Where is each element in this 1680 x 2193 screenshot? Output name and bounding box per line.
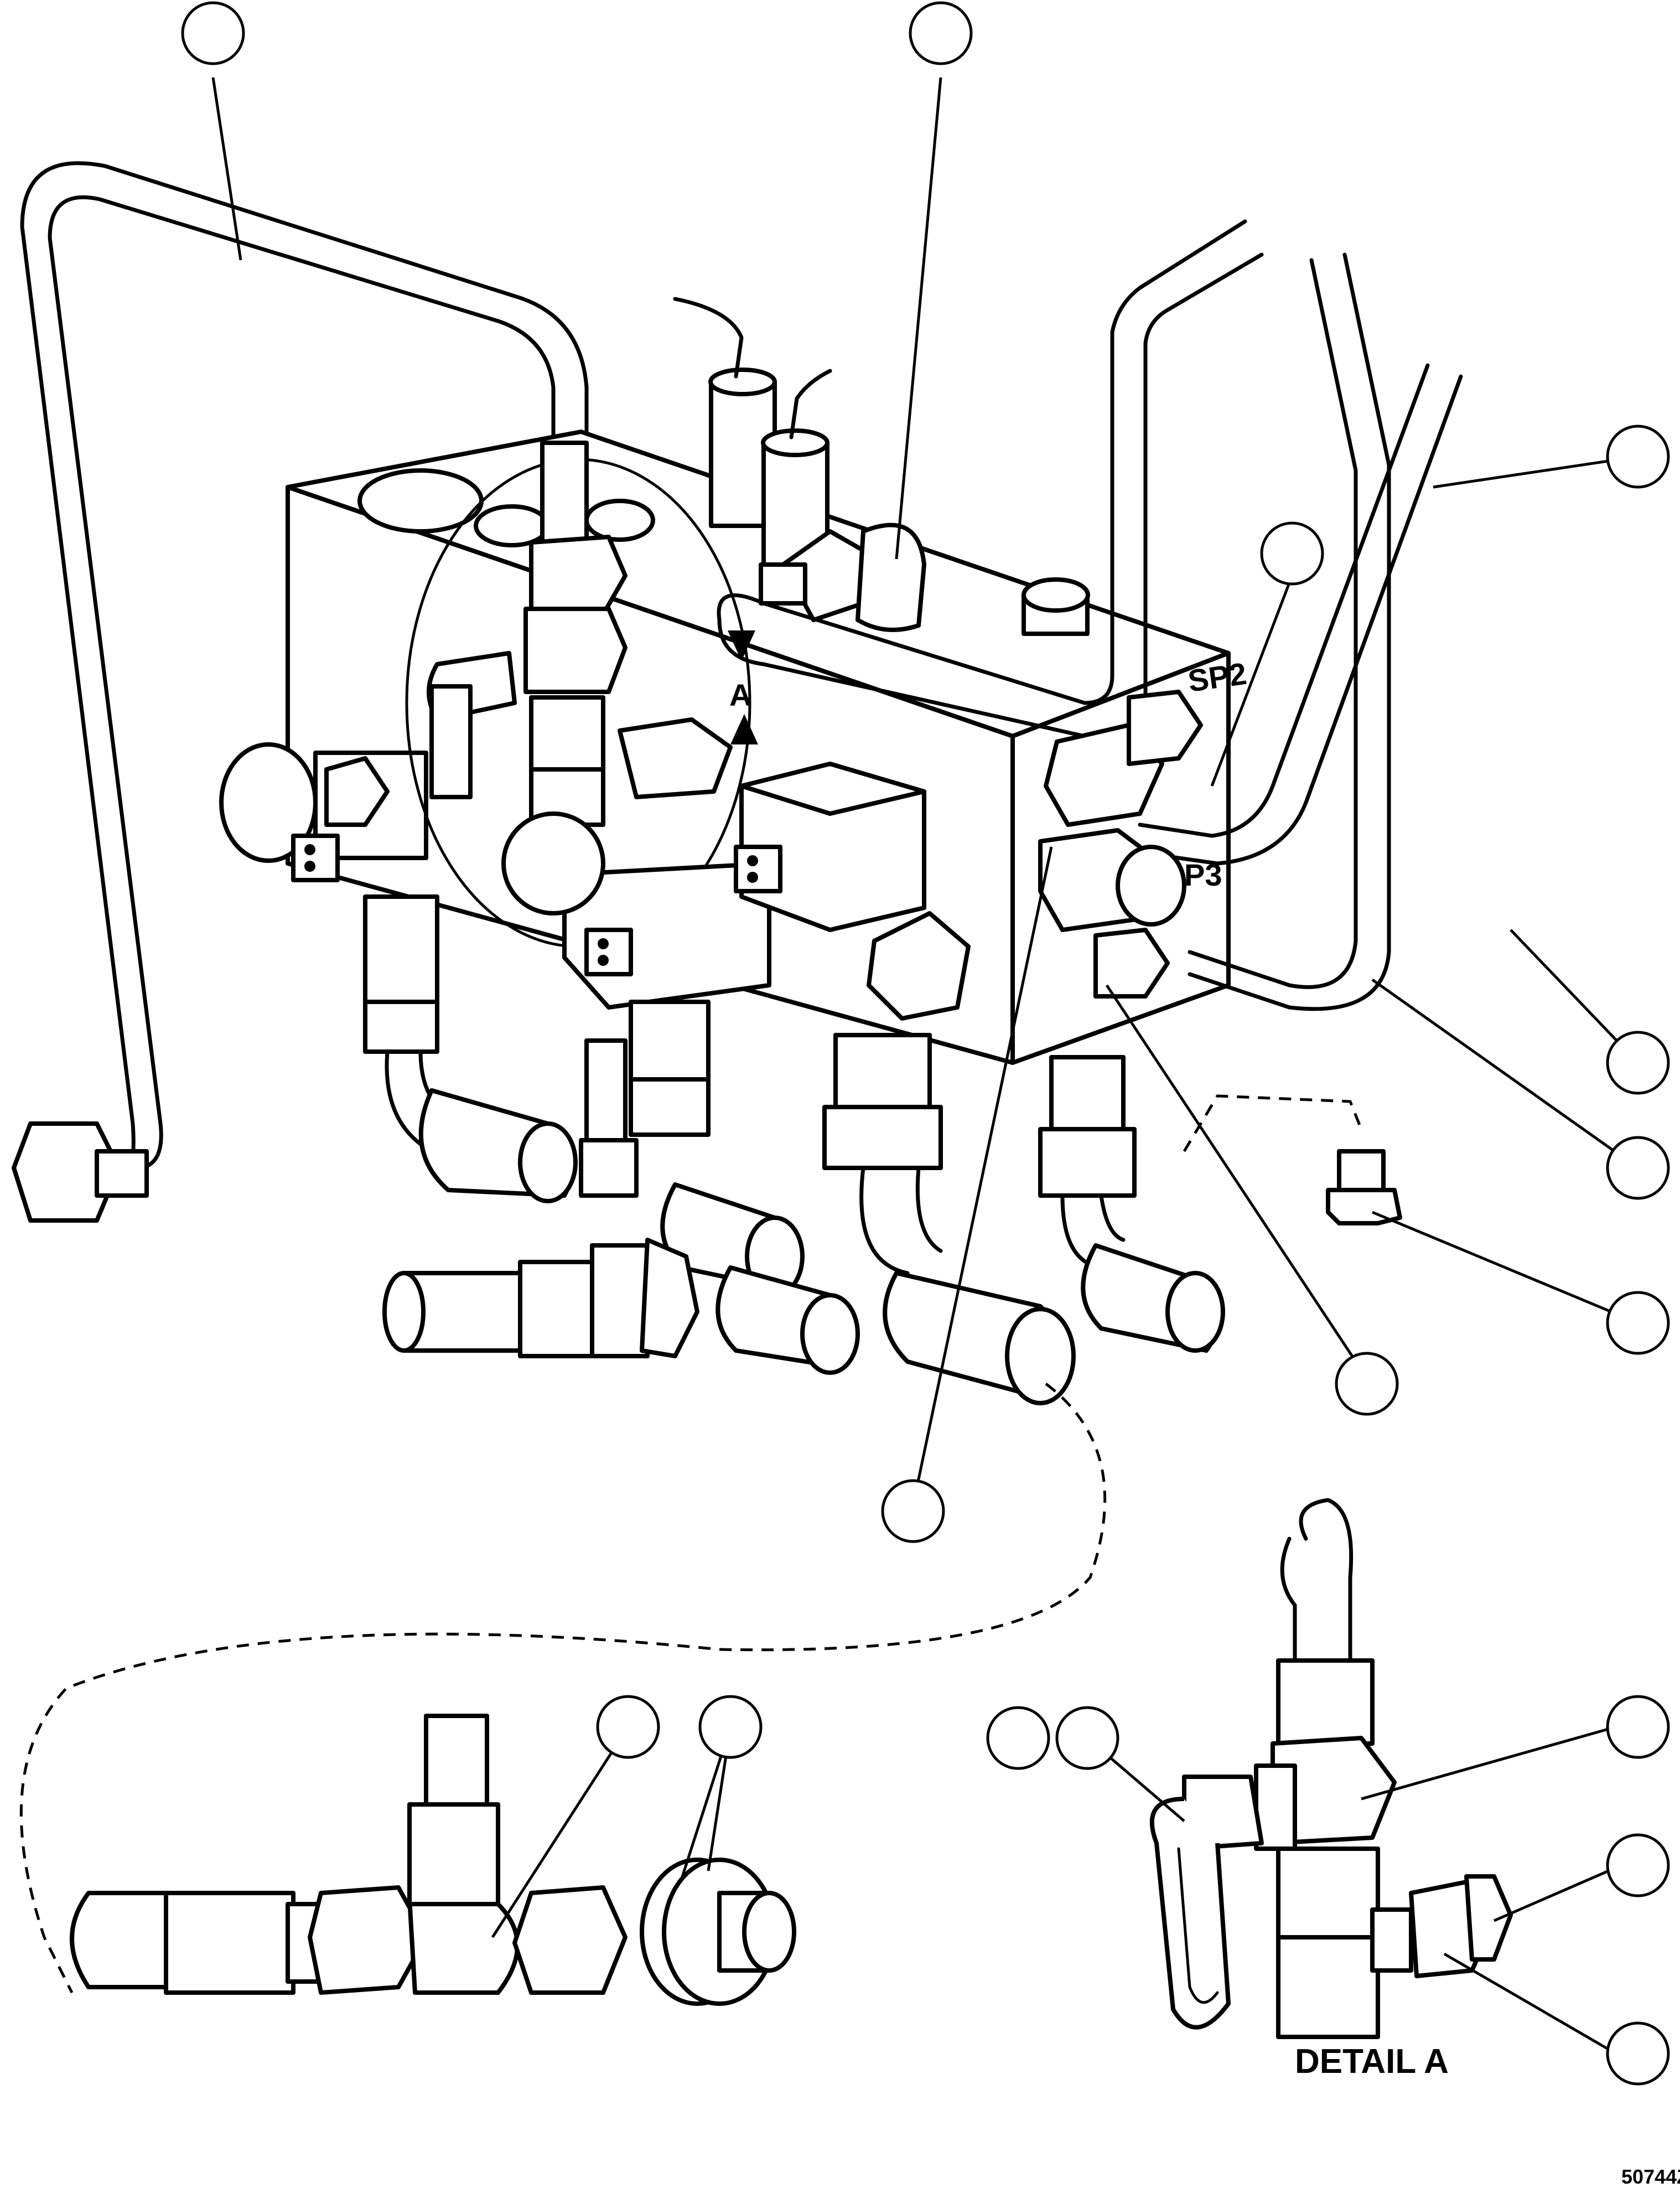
sp2-port-label: SP2 xyxy=(1186,656,1249,699)
tube-nut-left xyxy=(12,1121,149,1223)
callout-balloon-9 xyxy=(881,1479,945,1543)
detail-a-title: DETAIL A xyxy=(1295,2042,1449,2081)
hose-end-caps xyxy=(382,1088,1225,1405)
top-elbow-fitting xyxy=(759,523,926,632)
p3-port-label: P3 xyxy=(1184,857,1222,892)
detail-a-section-marker: A xyxy=(728,630,758,744)
callout-balloon-8 xyxy=(1335,1352,1399,1416)
callout-balloon-2 xyxy=(909,1,973,65)
lower-hose-fittings xyxy=(363,894,1137,1275)
detail-a-assembly xyxy=(1149,1498,1513,2039)
callout-balloon-10 xyxy=(596,1695,660,1759)
callout-balloons xyxy=(181,1,1670,2086)
lower-right-elbow xyxy=(1093,928,1170,999)
leader-lines xyxy=(211,77,1639,2055)
drawing-number: 50744Z xyxy=(1621,2165,1680,2188)
callout-balloon-4 xyxy=(1260,521,1324,586)
callout-balloon-7 xyxy=(1606,1291,1670,1355)
callout-balloon-13 xyxy=(1055,1706,1119,1770)
detail-link-dashed xyxy=(19,1383,1107,1994)
callout-balloon-5 xyxy=(1606,1031,1670,1095)
callout-balloon-11 xyxy=(698,1695,763,1759)
callout-balloon-3 xyxy=(1606,425,1670,489)
callout-balloon-6 xyxy=(1606,1136,1670,1200)
callout-balloon-12 xyxy=(986,1706,1050,1770)
callout-balloon-14 xyxy=(1606,1695,1670,1759)
enlarged-tee-fitting xyxy=(70,1714,796,2006)
side-plug xyxy=(867,911,971,1021)
electrical-connectors xyxy=(291,834,782,976)
loose-plug xyxy=(1183,1094,1402,1225)
callout-balloon-15 xyxy=(1606,1833,1670,1897)
front-solenoid-box xyxy=(739,762,926,932)
right-tube-pair xyxy=(1138,252,1463,1011)
top-plug-caps xyxy=(357,468,1090,636)
callout-balloon-1 xyxy=(181,1,245,65)
left-gauge-cap xyxy=(219,742,428,863)
sp2-fitting xyxy=(1044,690,1203,827)
left-hydraulic-tube xyxy=(12,161,589,1223)
p3-fitting xyxy=(1038,828,1186,932)
central-tee-fittings xyxy=(427,441,733,827)
detail-marker-label: A xyxy=(729,677,751,712)
callout-balloon-16 xyxy=(1606,2021,1670,2086)
